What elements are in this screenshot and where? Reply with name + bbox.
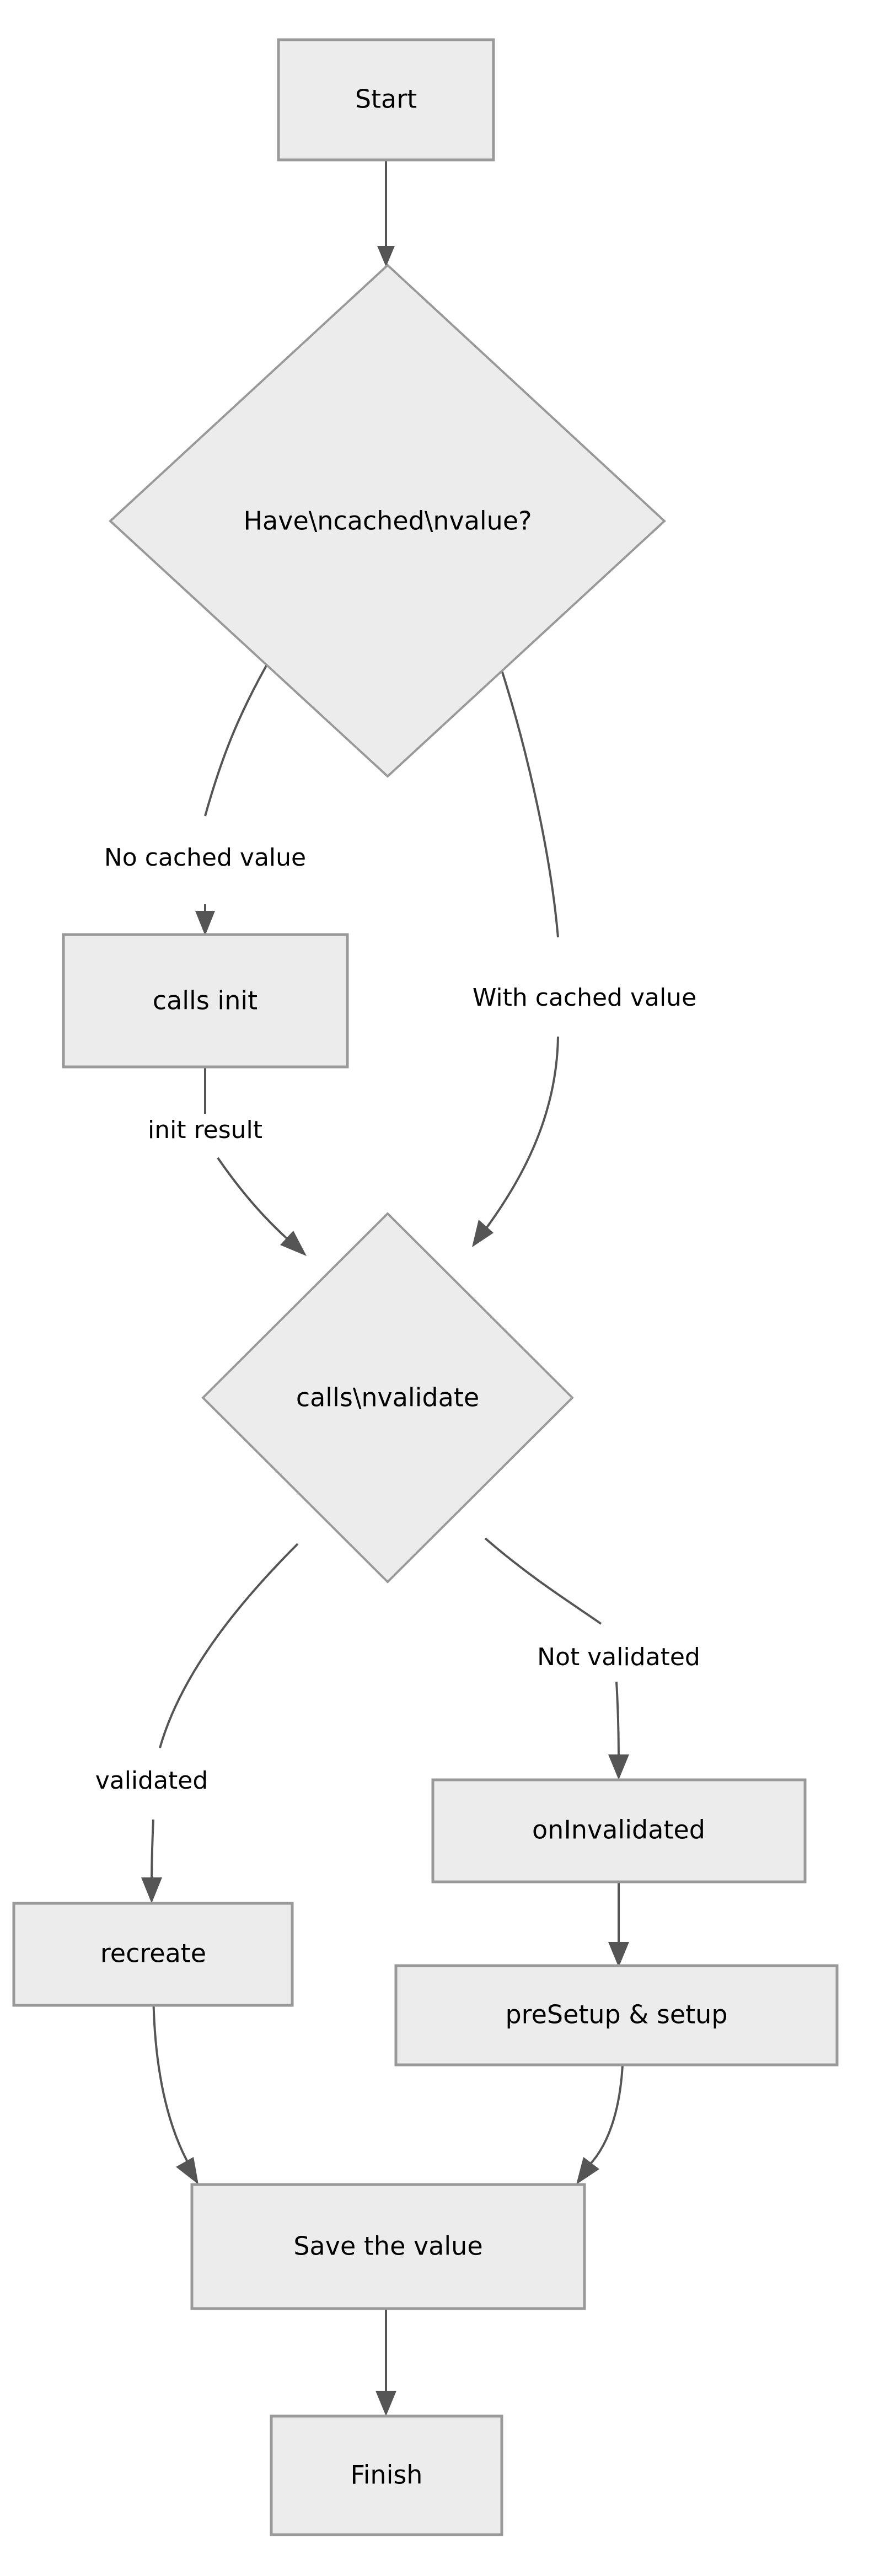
node-shape-diamond: [109, 264, 666, 778]
edge-line: [152, 1984, 191, 2167]
edge-save-value-to-finish: [376, 2307, 396, 2416]
node-label-presetup-setup: preSetup & setup: [505, 2000, 727, 2030]
node-label-on-invalidated: onInvalidated: [532, 1815, 705, 1845]
arrowhead-icon: [608, 1754, 629, 1780]
node-recreate[interactable]: recreate: [12, 1902, 294, 2007]
arrowhead-icon: [376, 2391, 396, 2416]
node-shape-rect: [190, 2183, 586, 2310]
edge-label-validated: validated: [95, 1767, 208, 1795]
edge-label-init-result: init result: [148, 1116, 262, 1144]
edge-line-lower: [615, 1681, 620, 1768]
edge-calls-init-to-calls-validate: init result: [148, 1067, 307, 1256]
node-shape-rect: [62, 933, 349, 1069]
edge-label-no-cached-value: No cached value: [104, 844, 306, 872]
edge-label-not-validated: Not validated: [537, 1643, 700, 1671]
node-on-invalidated[interactable]: onInvalidated: [431, 1778, 807, 1883]
node-presetup-setup[interactable]: preSetup & setup: [394, 1964, 839, 2067]
node-calls-validate[interactable]: calls\nvalidate: [201, 1212, 574, 1584]
arrowhead-icon: [608, 1942, 629, 1967]
node-finish[interactable]: Finish: [270, 2414, 503, 2536]
arrowhead-icon: [141, 1877, 162, 1903]
arrowhead-icon: [176, 2157, 199, 2185]
edge-calls-validate-to-recreate: validated: [95, 1543, 299, 1903]
edge-have-cached-to-calls-init: No cached value: [104, 658, 306, 937]
node-start[interactable]: Start: [277, 38, 495, 162]
edge-recreate-to-save-value: [152, 1984, 199, 2185]
edge-presetup-to-save-value: [576, 2051, 624, 2185]
node-shape-rect: [277, 38, 495, 162]
node-label-finish: Finish: [351, 2460, 423, 2490]
node-label-calls-init: calls init: [153, 986, 258, 1016]
node-have-cached-value[interactable]: Have\ncached\nvalue?: [109, 264, 666, 778]
edge-line: [484, 1537, 602, 1625]
edge-start-to-have-cached: [377, 160, 395, 267]
node-label-calls-validate: calls\nvalidate: [296, 1383, 479, 1413]
node-calls-init[interactable]: calls init: [62, 933, 349, 1069]
node-label-have-cached-value: Have\ncached\nvalue?: [243, 506, 532, 536]
node-label-recreate: recreate: [100, 1939, 206, 1968]
node-save-the-value[interactable]: Save the value: [190, 2183, 586, 2310]
edge-line: [498, 661, 559, 938]
edge-line: [583, 2051, 624, 2171]
arrowhead-icon: [280, 1231, 307, 1256]
node-shape-rect: [431, 1778, 807, 1883]
edge-line-lower: [476, 1036, 559, 1242]
node-shape-rect: [394, 1964, 839, 2067]
node-shape-rect: [270, 2414, 503, 2536]
node-shape-diamond: [201, 1212, 574, 1584]
edge-line: [204, 658, 271, 817]
edge-label-with-cached-value: With cached value: [473, 984, 696, 1012]
arrowhead-icon: [576, 2157, 599, 2185]
node-label-save-the-value: Save the value: [293, 2231, 482, 2261]
arrowhead-icon: [472, 1220, 493, 1247]
edge-line: [159, 1543, 299, 1748]
edge-have-cached-to-calls-validate: With cached value: [472, 661, 696, 1247]
node-label-start: Start: [355, 84, 417, 114]
node-shape-rect: [12, 1902, 294, 2007]
arrowhead-icon: [195, 911, 215, 936]
edge-calls-validate-to-on-invalidated: Not validated: [484, 1537, 700, 1780]
arrowhead-icon: [377, 246, 395, 267]
